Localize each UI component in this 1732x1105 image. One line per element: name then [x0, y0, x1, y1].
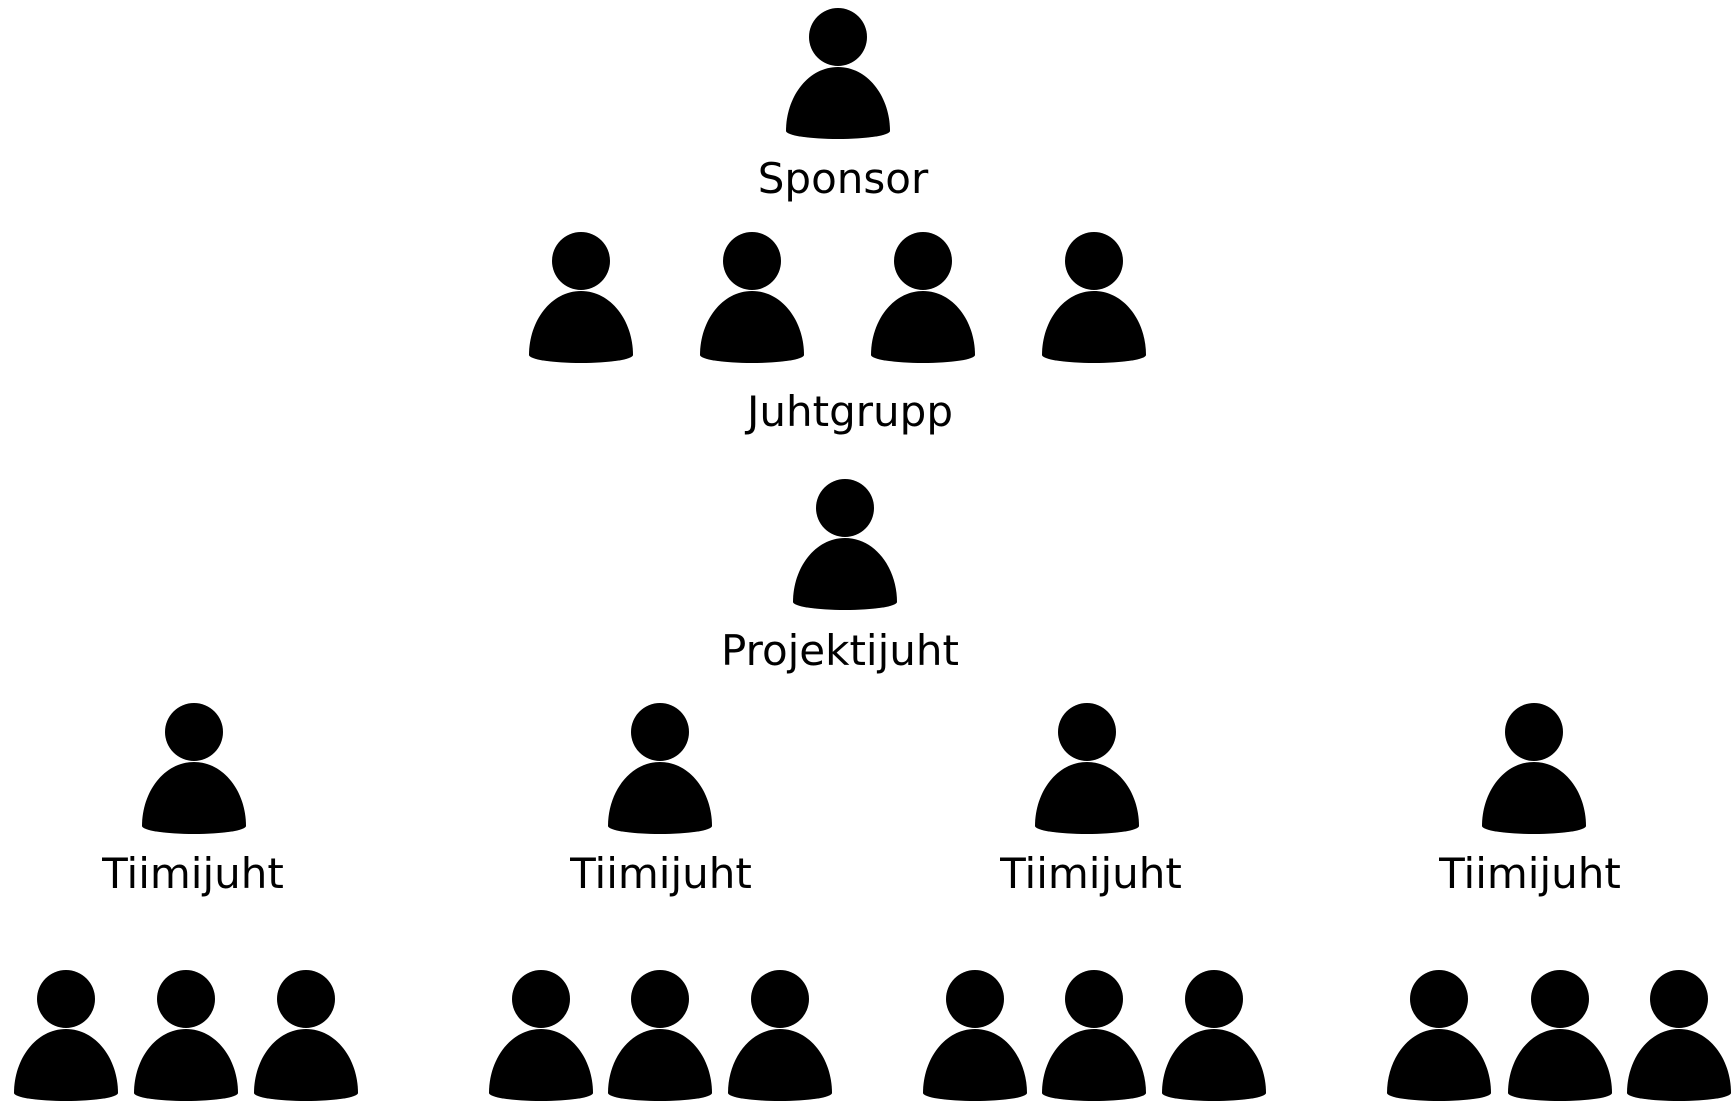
steering-group-person-icon: [699, 231, 805, 365]
team-2-member-person-icon: [727, 969, 833, 1103]
team-lead-3-label: Tiimijuht: [1000, 849, 1182, 898]
team-4-member-person-icon: [1507, 969, 1613, 1103]
team-lead-4-person-icon: [1481, 702, 1587, 836]
project-manager-label: Projektijuht: [721, 626, 959, 675]
steering-group-person-icon: [528, 231, 634, 365]
steering-group-person-icon: [870, 231, 976, 365]
team-2-member-person-icon: [488, 969, 594, 1103]
team-lead-3-person-icon: [1034, 702, 1140, 836]
sponsor-person-icon: [785, 7, 891, 141]
team-1-member-person-icon: [253, 969, 359, 1103]
team-4-member-person-icon: [1626, 969, 1732, 1103]
team-lead-2-person-icon: [607, 702, 713, 836]
team-2-member-person-icon: [607, 969, 713, 1103]
steering-group-label: Juhtgrupp: [747, 387, 953, 436]
team-lead-1-person-icon: [141, 702, 247, 836]
team-3-member-person-icon: [922, 969, 1028, 1103]
team-lead-4-label: Tiimijuht: [1439, 849, 1621, 898]
team-3-member-person-icon: [1041, 969, 1147, 1103]
project-manager-person-icon: [792, 478, 898, 612]
team-4-member-person-icon: [1386, 969, 1492, 1103]
steering-group-person-icon: [1041, 231, 1147, 365]
sponsor-label: Sponsor: [757, 154, 929, 203]
team-lead-1-label: Tiimijuht: [102, 849, 284, 898]
team-1-member-person-icon: [133, 969, 239, 1103]
team-1-member-person-icon: [13, 969, 119, 1103]
team-3-member-person-icon: [1161, 969, 1267, 1103]
team-lead-2-label: Tiimijuht: [570, 849, 752, 898]
